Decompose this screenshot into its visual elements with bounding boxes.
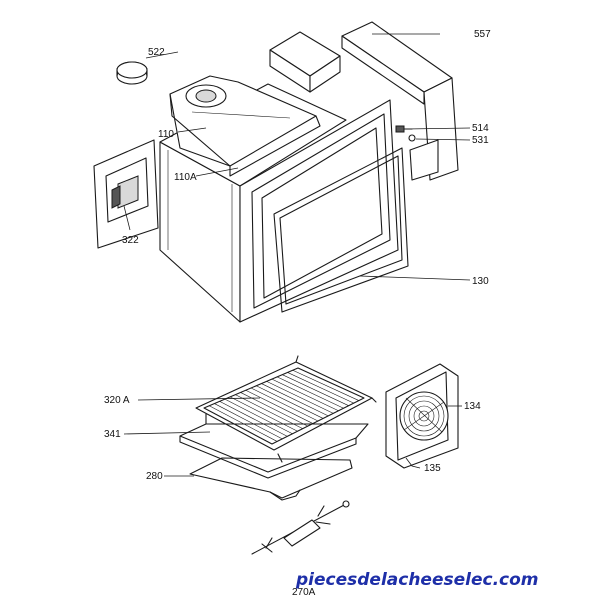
label-110a: 110A	[174, 172, 197, 183]
leader-130	[359, 275, 471, 281]
shelf-wire	[276, 376, 344, 409]
part-270a-rotisserie-spit	[251, 500, 350, 555]
label-341: 341	[104, 429, 121, 440]
shelf-wire	[224, 398, 293, 435]
shelf-wire	[271, 378, 339, 412]
label-322: 322	[122, 235, 139, 246]
shelf-wire	[261, 383, 329, 417]
part-320a-wire-shelf	[195, 355, 377, 451]
leader-110	[177, 127, 207, 133]
part-134-fan-grille	[399, 391, 449, 441]
part-557-insulation	[269, 21, 459, 181]
shelf-wire	[256, 385, 324, 419]
label-134: 134	[464, 401, 481, 412]
shelf-wire	[245, 389, 314, 424]
label-135: 135	[424, 463, 441, 474]
shelf-wire	[250, 387, 319, 422]
label-557: 557	[474, 29, 491, 40]
part-522-cap	[116, 61, 148, 85]
shelf-wire	[235, 394, 303, 429]
label-130: 130	[472, 276, 489, 287]
shelf-wire	[266, 381, 334, 414]
shelf-wire	[229, 396, 298, 432]
leader-522	[145, 51, 179, 59]
part-341-tray-frame	[179, 413, 369, 479]
part-280-spit-frame	[189, 457, 353, 501]
label-270a: 270A	[292, 587, 316, 598]
shelf-wire	[292, 369, 360, 401]
part-322-side-panel	[93, 139, 159, 249]
part-531-washer	[408, 134, 416, 142]
site-watermark: piecesdelacheeselec.com	[295, 570, 539, 590]
leader-531	[415, 138, 471, 141]
shelf-wire	[219, 401, 288, 437]
leader-341	[123, 431, 211, 435]
leader-110a	[195, 167, 239, 177]
label-514: 514	[472, 123, 489, 134]
part-110-top-cover	[169, 75, 321, 177]
label-280: 280	[146, 471, 163, 482]
shelf-wire	[214, 403, 283, 440]
label-110: 110	[158, 129, 174, 140]
leader-320a	[137, 397, 261, 401]
leader-135	[405, 457, 421, 469]
shelf-wire	[282, 374, 349, 406]
shelf-wire	[287, 372, 354, 404]
label-531: 531	[472, 135, 489, 146]
leader-322	[123, 205, 131, 231]
leader-514	[405, 127, 471, 130]
label-522: 522	[148, 47, 165, 58]
label-320a: 320 A	[104, 395, 130, 406]
part-130-door-seal	[273, 147, 409, 313]
